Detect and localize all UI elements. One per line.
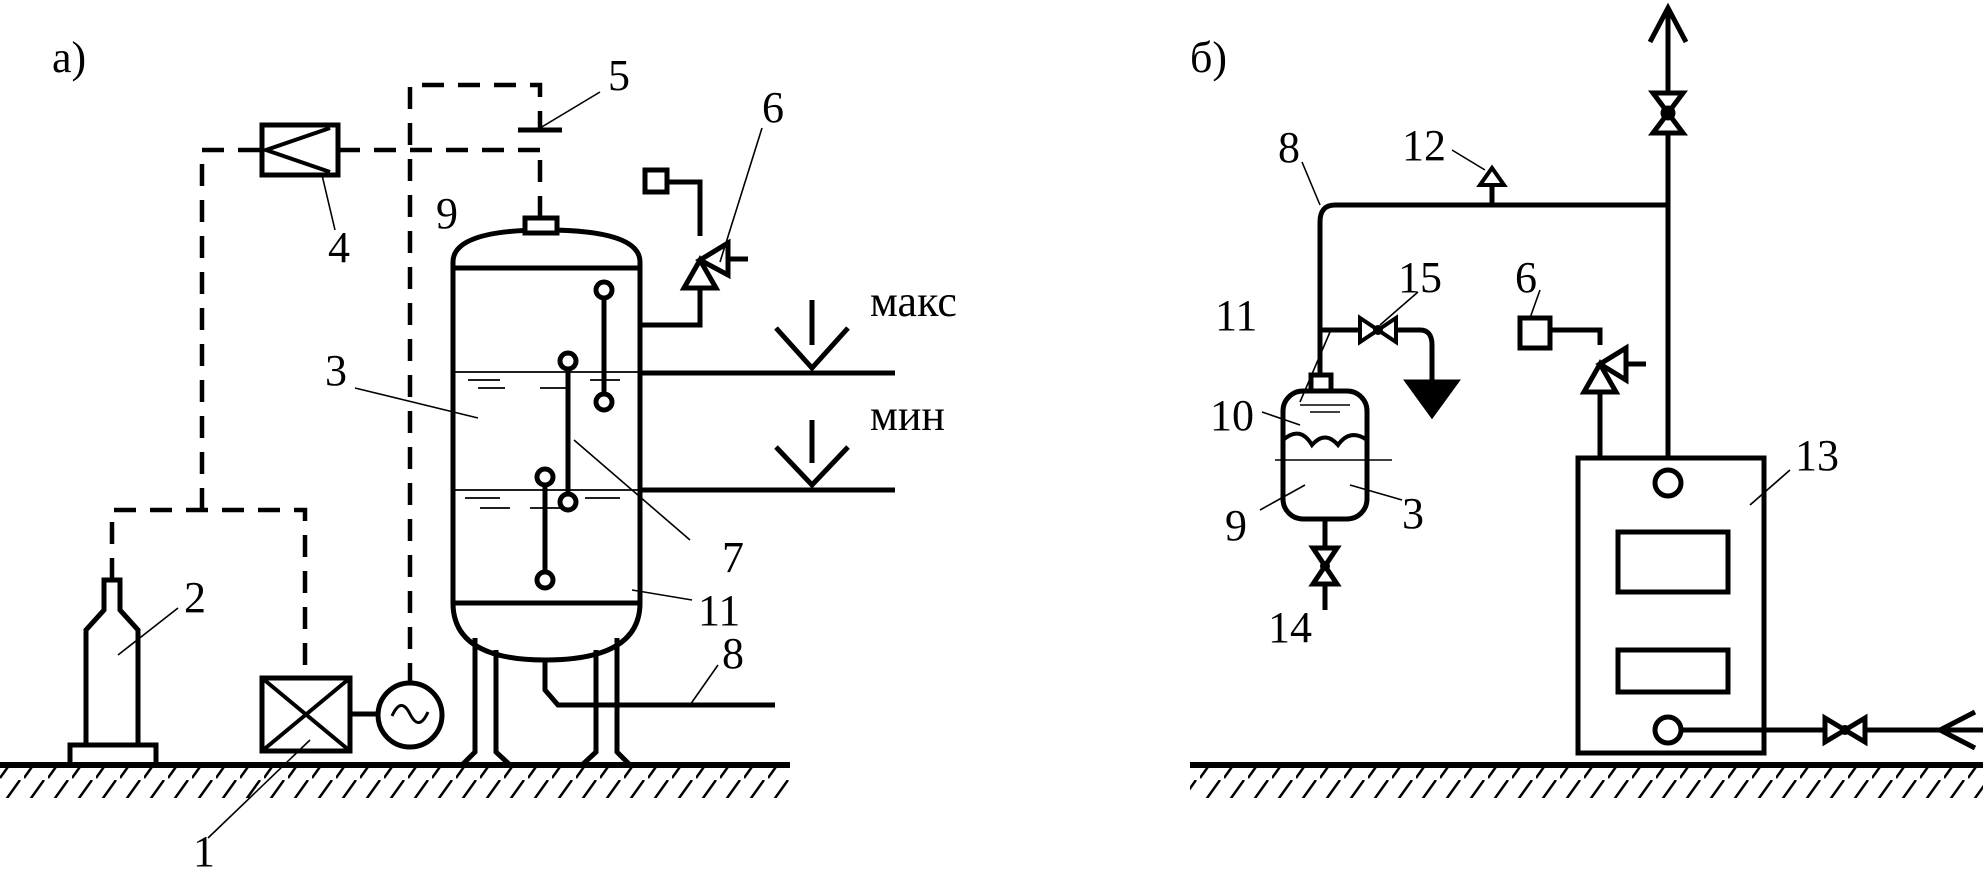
label-5: 5 xyxy=(608,51,630,100)
gas-cylinder xyxy=(67,577,159,768)
safety-valve-b xyxy=(1517,315,1646,458)
air-vent xyxy=(1476,164,1508,205)
label-b-11: 11 xyxy=(1215,291,1257,340)
valve-14 xyxy=(1308,545,1342,587)
label-b-8: 8 xyxy=(1278,123,1300,172)
dashed-control-lines xyxy=(109,82,543,685)
label-8: 8 xyxy=(722,629,744,678)
label-b-3: 3 xyxy=(1402,489,1424,538)
valve-top xyxy=(1648,90,1688,136)
label-2: 2 xyxy=(184,573,206,622)
expansion-line xyxy=(1317,202,1668,375)
ground-a xyxy=(0,762,790,798)
expansion-vessel xyxy=(1275,372,1392,610)
regulator-4 xyxy=(259,122,341,178)
max-level-marker xyxy=(774,300,850,372)
drain-branch xyxy=(1320,314,1461,420)
boiler xyxy=(1575,455,1983,756)
label-b-10: 10 xyxy=(1210,391,1254,440)
leader-lines-b xyxy=(1259,149,1791,511)
label-7: 7 xyxy=(722,533,744,582)
label-b-12: 12 xyxy=(1402,121,1446,170)
label-4: 4 xyxy=(328,223,350,272)
supply-pipe xyxy=(1647,2,1689,458)
leader-lines-a xyxy=(117,91,763,839)
return-valve xyxy=(1822,713,1868,747)
label-9: 9 xyxy=(436,189,458,238)
label-6: 6 xyxy=(762,83,784,132)
label-b-9: 9 xyxy=(1225,501,1247,550)
min-level-marker xyxy=(774,420,850,489)
label-b-6: 6 xyxy=(1515,253,1537,302)
top-nozzle xyxy=(522,215,560,236)
compressor-box xyxy=(259,675,380,754)
panel-b-caption: б) xyxy=(1190,33,1227,82)
max-level-label: макс xyxy=(870,277,957,326)
panel-a-caption: а) xyxy=(52,33,86,82)
label-11: 11 xyxy=(698,586,740,635)
panel-a: а) xyxy=(0,33,957,873)
label-b-13: 13 xyxy=(1795,431,1839,480)
min-level-label: мин xyxy=(870,391,945,440)
level-sensors xyxy=(534,279,615,591)
motor xyxy=(375,680,445,750)
label-3: 3 xyxy=(325,346,347,395)
label-b-14: 14 xyxy=(1268,603,1312,652)
label-b-15: 15 xyxy=(1398,253,1442,302)
ground-b xyxy=(1190,762,1983,798)
panel-b: б) xyxy=(1190,2,1983,798)
safety-valve-a xyxy=(640,167,748,328)
vessel xyxy=(450,215,775,768)
label-1: 1 xyxy=(193,827,215,868)
